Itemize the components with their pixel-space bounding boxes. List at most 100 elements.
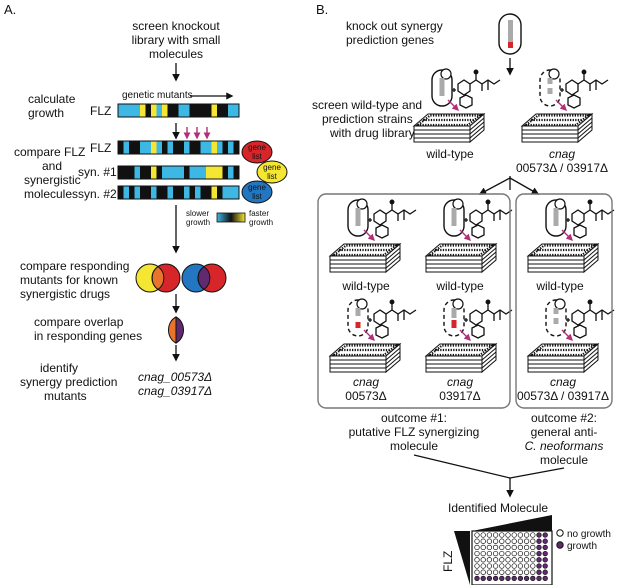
drug-molecule bbox=[463, 299, 513, 339]
gene-list-blue: gene list bbox=[241, 180, 273, 204]
legend-growth: growth bbox=[567, 541, 597, 552]
step-calculate-growth: calculate growth bbox=[28, 92, 76, 120]
panel-a-label: A. bbox=[4, 2, 16, 17]
inoculation-arrow bbox=[561, 329, 573, 341]
well-growth bbox=[536, 563, 542, 569]
scale-gradient-bar bbox=[216, 212, 246, 223]
well-growth bbox=[517, 575, 524, 582]
legend-no-growth-swatch bbox=[556, 529, 564, 537]
well-no-growth bbox=[511, 544, 517, 551]
knockout-cell bbox=[498, 13, 522, 55]
well-no-growth bbox=[492, 569, 499, 575]
drug-library-plate bbox=[526, 242, 600, 274]
growth-bar-segment bbox=[162, 104, 168, 117]
outcome1-text: outcome #1: putative FLZ synergizing mol… bbox=[349, 411, 480, 453]
growth-bar-segment bbox=[162, 166, 168, 179]
growth-bar-segment bbox=[173, 141, 179, 154]
well-no-growth bbox=[530, 550, 536, 557]
growth-bar-segment bbox=[151, 141, 157, 154]
well-no-growth bbox=[517, 569, 524, 575]
well-no-growth bbox=[517, 538, 524, 544]
growth-bar-segment bbox=[129, 186, 135, 199]
screen-line1: screen wild-type and bbox=[312, 98, 422, 112]
well-no-growth bbox=[523, 569, 530, 575]
inoculation-arrow bbox=[459, 329, 471, 341]
outcome2-l3: C. neoformans bbox=[525, 439, 604, 453]
growth-bar-segment bbox=[167, 166, 173, 179]
well-no-growth bbox=[511, 532, 517, 538]
growth-bar-segment bbox=[140, 104, 146, 117]
flz-axis-label: FLZ bbox=[441, 551, 455, 572]
single1-l1: cnag bbox=[353, 375, 379, 389]
growth-bar-segment bbox=[195, 166, 201, 179]
well-no-growth bbox=[505, 563, 511, 569]
growth-bar-segment bbox=[228, 104, 234, 117]
drug-library-plate bbox=[328, 242, 402, 274]
step-resp-line3: synergistic drugs bbox=[20, 287, 110, 301]
drug-molecule bbox=[463, 199, 513, 239]
drug-library-plate bbox=[424, 342, 498, 374]
well-no-growth bbox=[505, 532, 511, 538]
gene-list-yellow-l1: gene bbox=[263, 163, 281, 172]
gene-list-red: gene list bbox=[241, 140, 273, 164]
well-no-growth bbox=[474, 563, 480, 569]
yeast-cell bbox=[545, 198, 567, 237]
gene-list-blue-l1: gene bbox=[248, 183, 266, 192]
step-compare-responding: compare responding mutants for known syn… bbox=[20, 259, 129, 301]
growth-bar-segment bbox=[167, 104, 173, 117]
well-no-growth bbox=[523, 550, 530, 557]
well-no-growth bbox=[486, 569, 493, 575]
growth-bar-segment bbox=[184, 186, 190, 199]
step-knock-out: knock out synergy prediction genes bbox=[346, 19, 443, 47]
well-no-growth bbox=[492, 538, 499, 544]
mutant-03917: cnag_03917Δ bbox=[138, 384, 212, 398]
well-no-growth bbox=[486, 563, 493, 569]
well-no-growth bbox=[480, 538, 486, 544]
growth-bar-outline bbox=[117, 103, 240, 118]
well-no-growth bbox=[474, 550, 480, 557]
step-screen-library: screen knockout library with small molec… bbox=[132, 19, 221, 61]
step-calc-line2: growth bbox=[28, 106, 64, 120]
growth-bar-segment bbox=[129, 104, 135, 117]
growth-bar-segment bbox=[206, 186, 212, 199]
row-flz-2: FLZ bbox=[90, 141, 111, 155]
growth-bar-segment bbox=[211, 186, 217, 199]
growth-bar-segment bbox=[156, 166, 162, 179]
drug-molecule bbox=[559, 69, 609, 109]
step-compare-flz: compare FLZ and synergistic molecules bbox=[14, 145, 85, 201]
single2-l2: 03917Δ bbox=[439, 389, 480, 403]
well-no-growth bbox=[492, 550, 499, 557]
gene-list-yellow-l2: list bbox=[267, 172, 278, 181]
screen-line3: with drug library bbox=[329, 126, 415, 140]
legend-growth-swatch bbox=[556, 541, 564, 549]
scale-faster-l1: faster bbox=[249, 209, 269, 218]
well-growth bbox=[492, 575, 499, 582]
highlight-arrows bbox=[183, 127, 211, 140]
growth-bar-segment bbox=[118, 186, 124, 199]
yeast-cell bbox=[539, 68, 561, 107]
outcome1-l2: putative FLZ synergizing bbox=[349, 425, 480, 439]
yeast-cell bbox=[545, 298, 567, 337]
growth-bar-segment bbox=[195, 186, 201, 199]
step-screen-strains: screen wild-type and prediction strains … bbox=[312, 98, 422, 140]
well-no-growth bbox=[523, 563, 530, 569]
knockout-line2: prediction genes bbox=[346, 33, 434, 47]
scale-slower-l2: growth bbox=[186, 218, 210, 227]
well-no-growth bbox=[474, 569, 480, 575]
well-no-growth bbox=[505, 557, 511, 563]
growth-bar-segment bbox=[200, 166, 206, 179]
well-no-growth bbox=[480, 550, 486, 557]
well-no-growth bbox=[486, 532, 493, 538]
growth-bar-segment bbox=[217, 141, 223, 154]
growth-bar-segment bbox=[211, 166, 217, 179]
well-no-growth bbox=[511, 569, 517, 575]
screen-unit bbox=[526, 298, 615, 374]
drug-wedge-horizontal bbox=[472, 515, 552, 531]
well-growth bbox=[480, 575, 486, 582]
outcome2-l2: general anti- bbox=[531, 425, 598, 439]
well-no-growth bbox=[517, 563, 524, 569]
growth-bar-segment bbox=[184, 141, 190, 154]
growth-bar-segment bbox=[217, 104, 223, 117]
merge-arrows bbox=[413, 454, 565, 498]
step-compare-line2: and bbox=[42, 159, 62, 173]
